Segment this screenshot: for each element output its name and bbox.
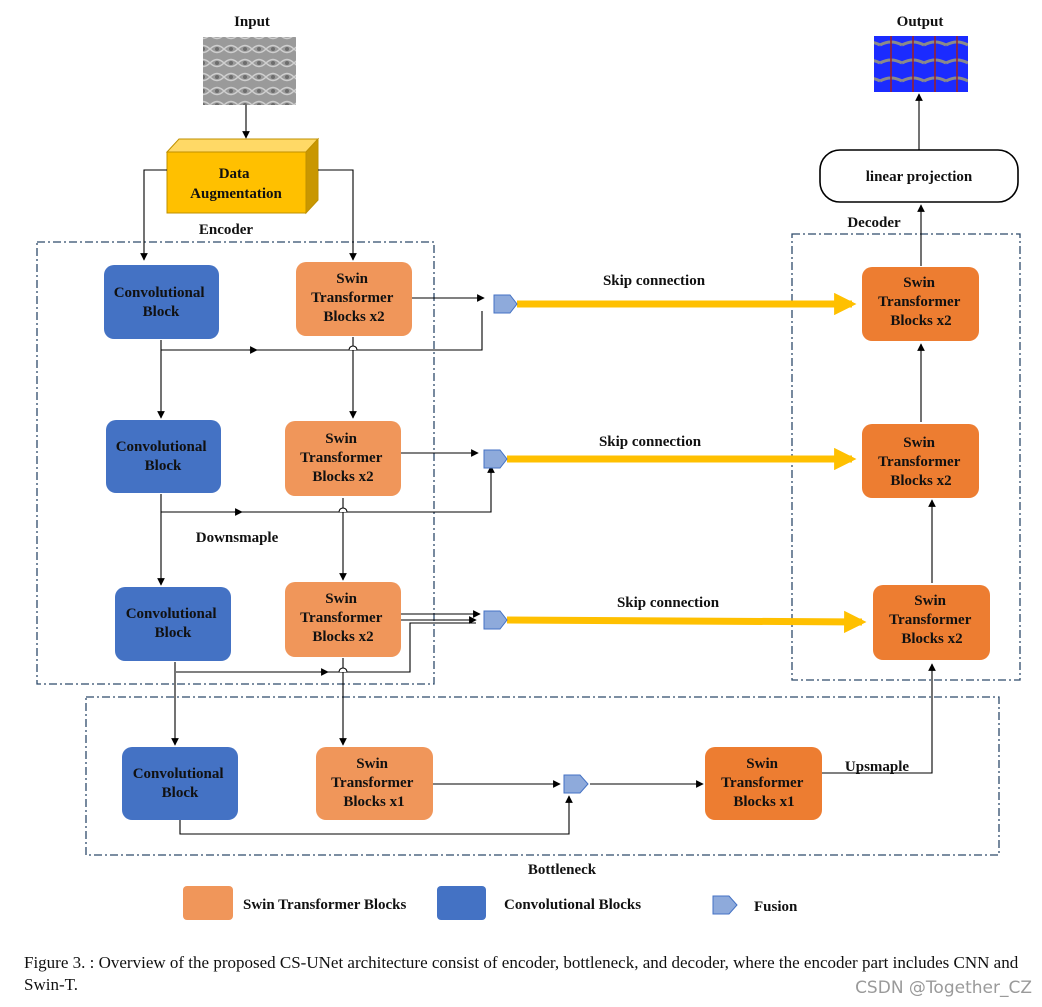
- legend-swin-swatch: [183, 886, 233, 920]
- swin-bottleneck-1-text: Swin Transformer Blocks x1: [331, 756, 417, 810]
- downsample-label: Downsmaple: [196, 530, 279, 546]
- conv-block-1: [104, 265, 219, 339]
- swin-decoder-1-text: Swin Transformer Blocks x2: [878, 275, 964, 329]
- legend-fusion-label: Fusion: [754, 899, 798, 915]
- conv-block-2-text: Convolutional Block: [116, 439, 211, 474]
- conv-block-bottleneck: [122, 747, 238, 820]
- input-label: Input: [234, 14, 270, 30]
- swin-decoder-3-text: Swin Transformer Blocks x2: [889, 593, 975, 647]
- bottleneck-region: [85, 696, 1000, 856]
- legend-conv-label: Convolutional Blocks: [504, 897, 641, 913]
- conv-block-3-text: Convolutional Block: [126, 606, 221, 641]
- output-label: Output: [897, 14, 944, 30]
- figure-caption: Figure 3. : Overview of the proposed CS-…: [24, 953, 1019, 994]
- swin-bottleneck-2-text: Swin Transformer Blocks x1: [721, 756, 807, 810]
- output-image: [874, 36, 968, 92]
- skip-connection-label-2: Skip connection: [599, 434, 702, 450]
- bottleneck-label: Bottleneck: [528, 862, 597, 878]
- fusion-node-1: [493, 294, 518, 314]
- swin-decoder-2: [862, 424, 979, 498]
- swin-decoder-1: [862, 267, 979, 341]
- legend-conv-swatch: [437, 886, 486, 920]
- decoder-label: Decoder: [847, 215, 901, 231]
- encoder-region: [36, 241, 435, 685]
- swin-encoder-2-text: Swin Transformer Blocks x2: [300, 431, 386, 485]
- swin-encoder-1: [296, 262, 412, 336]
- swin-encoder-3-text: Swin Transformer Blocks x2: [300, 591, 386, 645]
- upsample-label: Upsmaple: [845, 759, 910, 775]
- input-image: [203, 37, 296, 105]
- swin-decoder-3: [873, 585, 990, 660]
- architecture-diagram: Input Output Encoder Decoder Bottleneck …: [36, 14, 1021, 920]
- watermark: CSDN @Together_CZ: [855, 978, 1032, 998]
- swin-encoder-1-text: Swin Transformer Blocks x2: [311, 271, 397, 325]
- legend-swin-label: Swin Transformer Blocks: [243, 897, 407, 913]
- skip-connection-label-3: Skip connection: [617, 595, 720, 611]
- conv-block-2: [106, 420, 221, 493]
- conv-block-1-text: Convolutional Block: [114, 285, 209, 320]
- fusion-node-3: [483, 610, 508, 630]
- skip-connection-label-1: Skip connection: [603, 273, 706, 289]
- data-augmentation-text: Data Augmentation: [190, 166, 282, 202]
- data-augmentation-box: [165, 137, 320, 215]
- conv-block-bottleneck-text: Convolutional Block: [133, 766, 228, 801]
- skip-connection-arrow-3: [506, 610, 867, 634]
- swin-bottleneck-1: [316, 747, 433, 820]
- linear-projection-text: linear projection: [866, 169, 973, 185]
- connector-lines: [140, 93, 936, 835]
- encoder-label: Encoder: [199, 222, 254, 238]
- conv-block-3: [115, 587, 231, 661]
- swin-encoder-3: [285, 582, 401, 657]
- fusion-node-2: [483, 449, 508, 469]
- swin-decoder-2-text: Swin Transformer Blocks x2: [878, 435, 964, 489]
- crossing-hops: [338, 345, 358, 673]
- swin-bottleneck-2: [705, 747, 822, 820]
- legend-fusion-swatch: [712, 895, 738, 915]
- swin-encoder-2: [285, 421, 401, 496]
- fusion-node-bottleneck: [563, 774, 589, 794]
